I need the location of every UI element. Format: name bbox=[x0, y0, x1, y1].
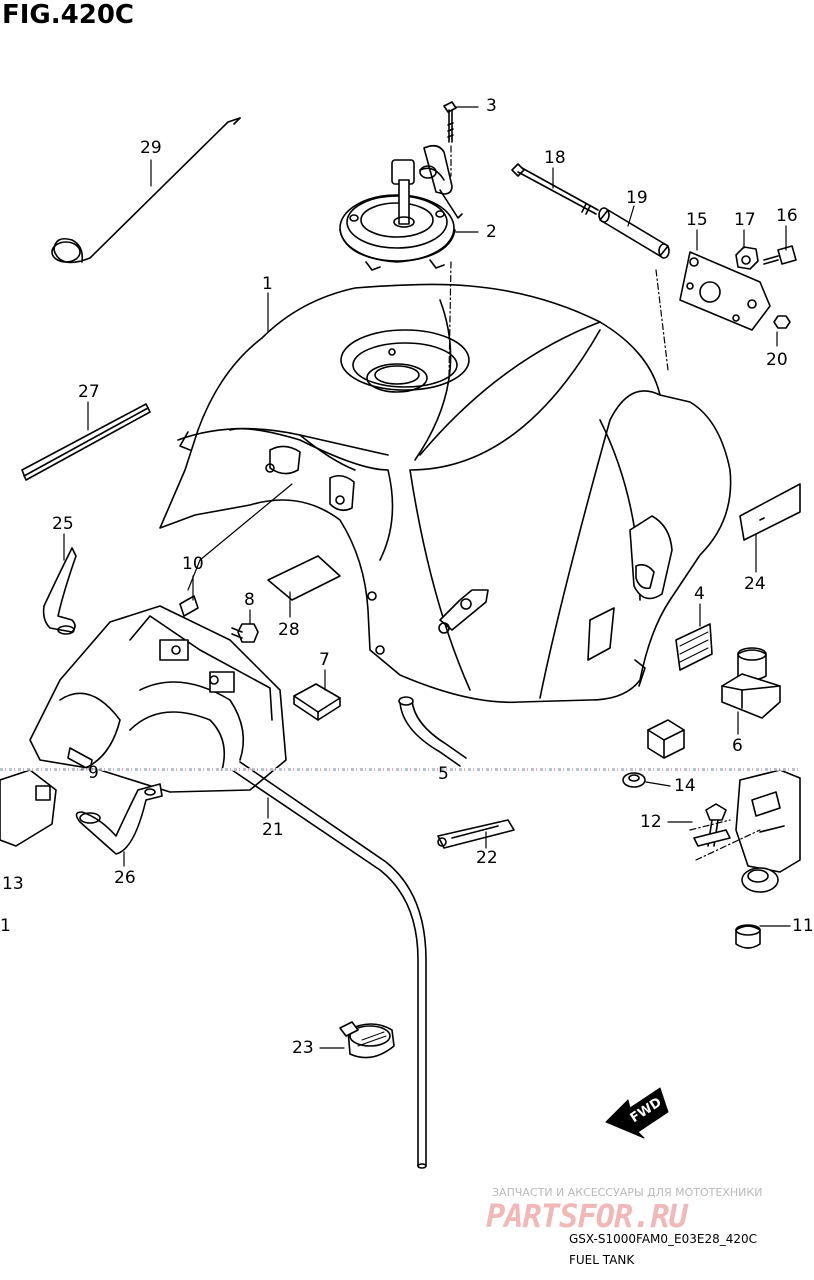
part-20-small-nut bbox=[773, 315, 791, 329]
part-11-collar bbox=[735, 924, 761, 949]
part-27-strip bbox=[21, 403, 151, 481]
callout-20: 20 bbox=[766, 350, 788, 370]
callout-10: 10 bbox=[182, 554, 204, 574]
part-19-sleeve bbox=[598, 207, 670, 259]
part-14-grommet bbox=[622, 772, 646, 788]
part-3-screw bbox=[443, 101, 457, 143]
part-right-bracket bbox=[735, 769, 801, 893]
part-21-tube bbox=[231, 761, 427, 1169]
callout-18: 18 bbox=[544, 148, 566, 168]
part-25-bracket bbox=[42, 547, 77, 635]
part-5-hose bbox=[398, 696, 467, 767]
part-8-bolt bbox=[231, 623, 259, 643]
part-9-rear-frame bbox=[29, 605, 287, 793]
callout-7: 7 bbox=[319, 650, 330, 670]
dash-chain-lines bbox=[448, 145, 761, 861]
callout-3: 3 bbox=[486, 96, 497, 116]
callout-12: 12 bbox=[640, 812, 662, 832]
callout-14: 14 bbox=[674, 776, 696, 796]
part-24-label bbox=[739, 483, 801, 541]
fwd-text: FWD bbox=[628, 1095, 665, 1126]
callout-27: 27 bbox=[78, 382, 100, 402]
part-15-bracket bbox=[679, 251, 771, 331]
part-1-fuel-tank bbox=[159, 283, 732, 704]
fwd-arrow-icon bbox=[605, 1087, 669, 1139]
figure-code: GSX-S1000FAM0_E03E28_420C bbox=[569, 1232, 758, 1246]
part-17-nut bbox=[735, 246, 759, 270]
callout-15: 15 bbox=[686, 210, 708, 230]
callout-5: 5 bbox=[438, 764, 449, 784]
callout-17: 17 bbox=[734, 210, 756, 230]
figure-caption: FUEL TANK bbox=[569, 1253, 635, 1267]
figure-title: FIG.420C bbox=[2, 0, 135, 30]
callout-9: 9 bbox=[88, 763, 99, 783]
watermark-tagline: ЗАПЧАСТИ И АКСЕССУАРЫ ДЛЯ МОТОТЕХНИКИ bbox=[492, 1186, 763, 1199]
part-29-wire bbox=[51, 117, 241, 264]
part-4-mesh-pad bbox=[675, 623, 713, 671]
callout-11: 11 bbox=[792, 916, 814, 936]
part-22-strap bbox=[437, 819, 515, 849]
callout-4: 4 bbox=[694, 584, 705, 604]
callout-16: 16 bbox=[776, 206, 798, 226]
callout-24: 24 bbox=[744, 574, 766, 594]
callout-23: 23 bbox=[292, 1038, 314, 1058]
callout-21: 21 bbox=[262, 820, 284, 840]
part-26-bracket bbox=[75, 783, 163, 855]
part-28-sticker bbox=[267, 555, 341, 601]
callout-29: 29 bbox=[140, 138, 162, 158]
part-13-bracket bbox=[0, 769, 57, 847]
callout-2: 2 bbox=[486, 222, 497, 242]
callout-8: 8 bbox=[244, 590, 255, 610]
scan-artifact-line bbox=[0, 768, 800, 771]
callout-22: 22 bbox=[476, 848, 498, 868]
callout-25: 25 bbox=[52, 514, 74, 534]
watermark-logo: PARTSFOR.RU bbox=[486, 1197, 688, 1235]
callout-13: 13 bbox=[2, 874, 24, 894]
fwd-label: FWD bbox=[628, 1095, 665, 1126]
callout-28: 28 bbox=[278, 620, 300, 640]
part-16-bolt bbox=[763, 245, 797, 265]
callout-6: 6 bbox=[732, 736, 743, 756]
part-23-clamp bbox=[339, 1021, 395, 1059]
part-2-fuel-cap bbox=[339, 144, 463, 271]
part-7-cushion bbox=[293, 683, 341, 721]
leader-lines bbox=[63, 106, 791, 1049]
part-10-pad bbox=[179, 595, 199, 617]
part-6-rubber-mount bbox=[721, 647, 781, 719]
callout-1: 1 bbox=[262, 274, 273, 294]
part-18-long-bolt bbox=[511, 163, 599, 215]
callout-19: 19 bbox=[626, 188, 648, 208]
part-12-bolt bbox=[693, 803, 731, 847]
callout-1-left: 1 bbox=[0, 916, 11, 936]
part-block-pad bbox=[647, 719, 685, 759]
callout-26: 26 bbox=[114, 868, 136, 888]
